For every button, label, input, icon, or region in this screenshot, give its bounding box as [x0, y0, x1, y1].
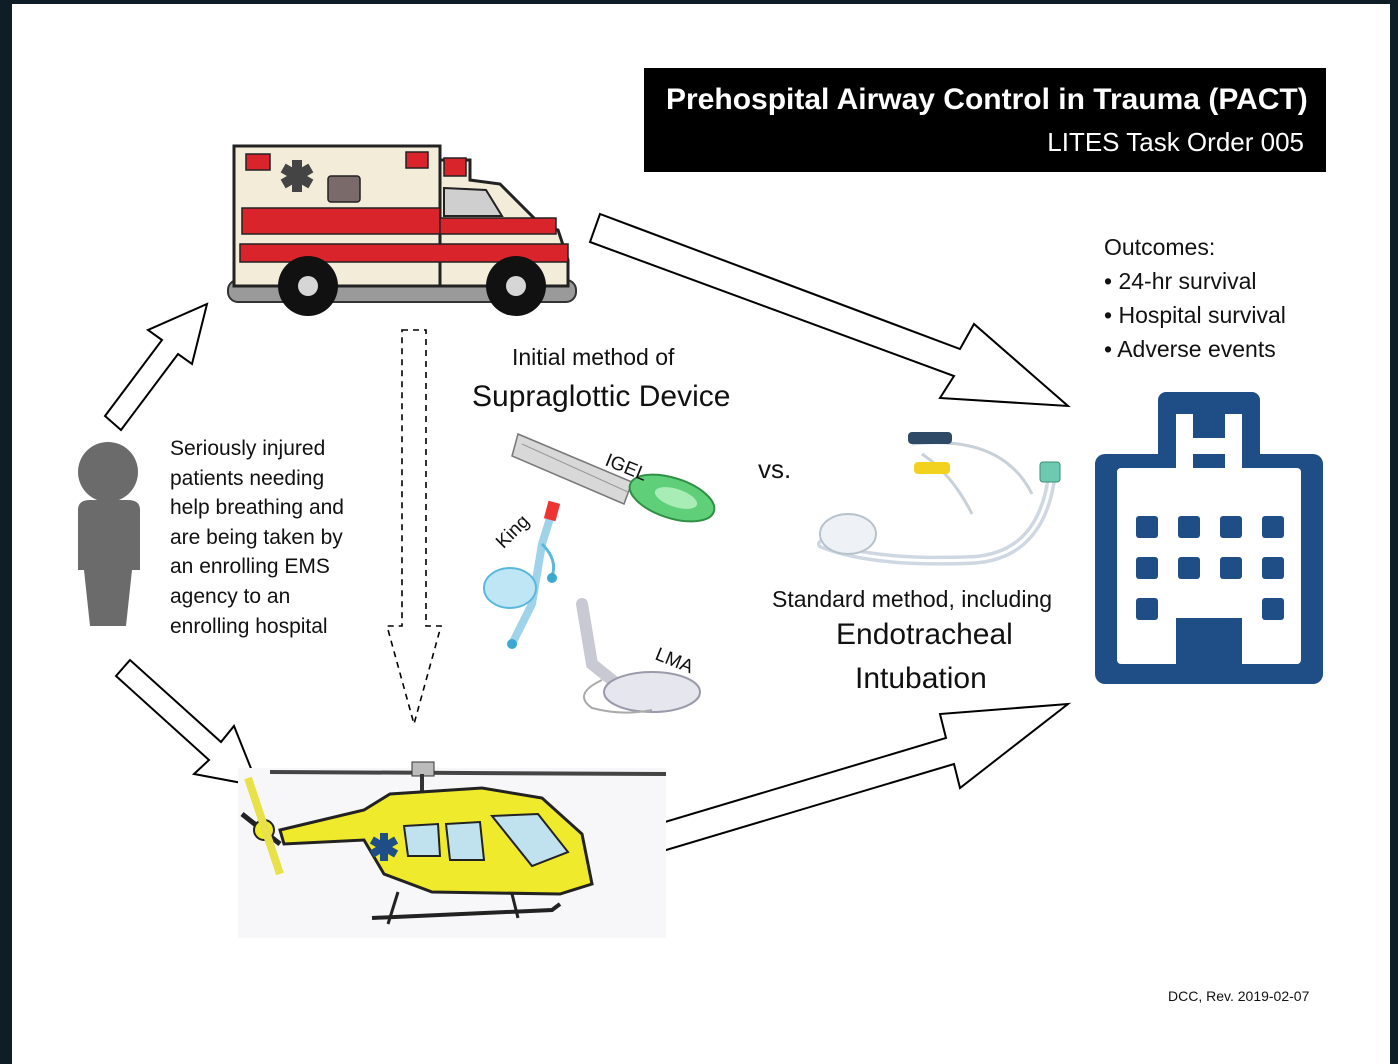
- arrow-dashed-ambulance-to-helicopter: [385, 329, 443, 728]
- arrow-person-to-ambulance: [103, 302, 209, 432]
- outcome-item: • 24-hr survival: [1104, 268, 1257, 294]
- patient-line: Seriously injured: [170, 437, 326, 460]
- diagram-graphics: [78, 144, 1323, 938]
- patient-line: patients needing: [170, 466, 325, 490]
- title-box: Prehospital Airway Control in Trauma (PA…: [644, 68, 1326, 172]
- page-title: Prehospital Airway Control in Trauma (PA…: [666, 83, 1308, 116]
- arrow-ambulance-to-hospital: [588, 212, 1071, 408]
- page-subtitle: LITES Task Order 005: [1047, 127, 1304, 157]
- lma-device-icon: [576, 598, 701, 714]
- patient-line: are being taken by: [170, 525, 343, 549]
- king-device-icon: [483, 500, 561, 649]
- revision-footer: DCC, Rev. 2019-02-07: [1168, 988, 1310, 1004]
- patient-description: Seriously injured patients needing help …: [170, 434, 344, 641]
- patient-line: help breathing and: [170, 496, 344, 520]
- slide: Prehospital Airway Control in Trauma (PA…: [12, 4, 1390, 1064]
- patient-line: agency to an: [170, 584, 291, 608]
- hospital-icon: [1095, 392, 1323, 684]
- person-icon: [78, 442, 140, 626]
- arrow-person-to-helicopter: [114, 658, 260, 788]
- outcomes-list: Outcomes: • 24-hr survival • Hospital su…: [1104, 230, 1286, 366]
- patient-line: an enrolling EMS: [170, 555, 330, 579]
- igel-device-icon: [511, 432, 716, 523]
- outcome-item: • Adverse events: [1104, 336, 1276, 362]
- standard-method-name-line1: Endotracheal: [836, 618, 1013, 651]
- standard-method-name-line2: Intubation: [855, 662, 987, 695]
- helicopter-icon: [238, 761, 667, 938]
- initial-method-name: Supraglottic Device: [472, 380, 731, 413]
- ambulance-icon: [227, 144, 577, 316]
- outcome-item: • Hospital survival: [1104, 302, 1286, 328]
- outcomes-heading: Outcomes:: [1104, 234, 1216, 260]
- patient-line: enrolling hospital: [170, 614, 328, 638]
- versus-label: vs.: [758, 454, 792, 484]
- endotracheal-tube-icon: [817, 432, 1061, 566]
- standard-method-caption: Standard method, including: [772, 586, 1053, 612]
- initial-method-caption: Initial method of: [512, 344, 675, 370]
